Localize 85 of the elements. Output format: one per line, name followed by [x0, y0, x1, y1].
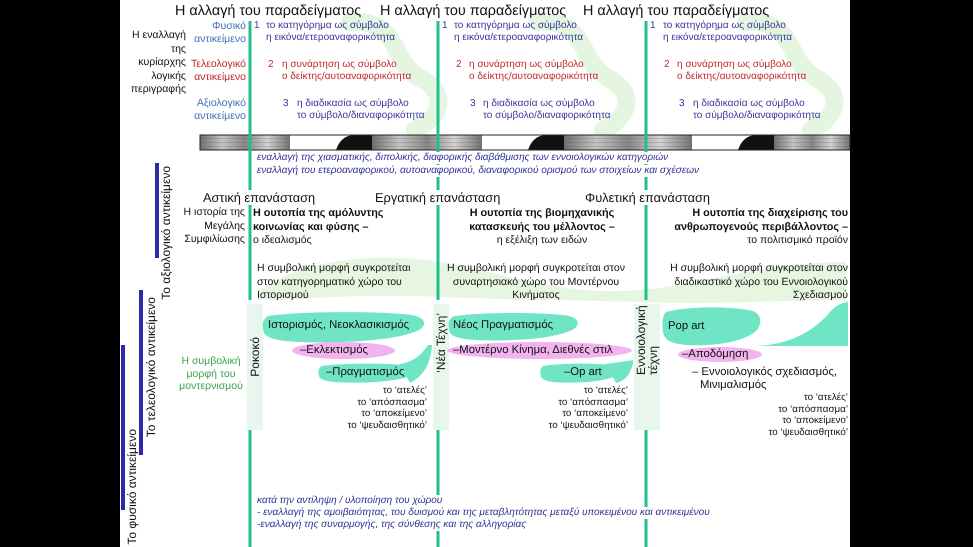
section-heading: Η αλλαγή του παραδείγματος: [583, 3, 770, 20]
note-text: εναλλαγή του ετεροαναφορικού, αυτοαναφορικού, διαναφορικού ορισμού των στοιχείων και σχέσεων: [257, 165, 700, 177]
item-text: ο δείκτης/αυτοαναφορικότητα: [469, 71, 598, 83]
description-text: Η συμβολική μορφή συγκροτείται στον κατηγορηματικό χώρο του Ιστορισμού: [257, 262, 412, 302]
item-number: 3: [679, 98, 685, 110]
movement-text: – Εννοιολογικός σχεδιασμός, Μινιμαλισμός: [692, 366, 838, 391]
object-label: Τελεολογικό αντικείμενο: [190, 58, 246, 84]
period-label: ‘Νέα Τέχνη’: [435, 313, 447, 373]
item-text: η διαδικασία ως σύμβολο: [693, 98, 805, 110]
section-heading: Η αλλαγή του παραδείγματος: [380, 3, 566, 20]
item-text: η συνάρτηση ως σύμβολο: [469, 59, 584, 71]
movement-name: Νέος Πραγματισμός: [453, 319, 554, 332]
item-number: 2: [456, 59, 462, 71]
side-label: Η συμβολική μορφή του μοντερνισμού: [178, 355, 244, 392]
quality-term: το ‘ατελές’: [584, 385, 628, 396]
movement-name: –Op art: [564, 366, 602, 379]
description-text: Η συμβολική μορφή συγκροτείται στον συναρτησιακό χώρο του Μοντέρνου Κινήματος: [446, 262, 626, 302]
swoosh-shape: [262, 311, 427, 343]
quality-term: το ‘ατελές’: [382, 385, 427, 396]
description-text: το πολιτισμικό προϊόν: [747, 234, 848, 248]
quality-term: το ‘απόσπασμα’: [357, 396, 427, 408]
movement-name: –Εκλεκτισμός: [300, 344, 368, 356]
note-text: εναλλαγή της χιασματικής, διπολικής, διαφορικής διαβάθμισης των εννοιολογικών κατηγοριών: [257, 152, 668, 164]
period-label: Εννοιολογική τέχνη: [635, 304, 659, 375]
item-text: ο δείκτης/αυτοαναφορικότητα: [677, 71, 806, 83]
quality-term: το ‘αποκείμενο’: [361, 408, 427, 420]
revolution-heading: Φυλετική επανάσταση: [585, 190, 710, 205]
vertical-band: [247, 304, 263, 430]
movement-name: –Αποδόμηση: [682, 348, 748, 360]
quality-term: το ‘ατελές’: [804, 392, 848, 404]
revolution-heading: Αστική επανάσταση: [203, 190, 316, 205]
swoosh-shape: [448, 312, 580, 341]
item-text: ο δείκτης/αυτοαναφορικότητα: [282, 71, 412, 83]
swoosh-shape: [540, 360, 633, 383]
item-text: η διαδικασία ως σύμβολο: [297, 98, 409, 110]
description-text: η εξέλιξη των ειδών: [496, 234, 588, 248]
item-text: το σύμβολο/διαναφορικότητα: [297, 110, 425, 122]
item-text: το κατηγόρημα ως σύμβολο: [454, 20, 577, 32]
axis-label: Το αξιολογικό αντικείμενο: [160, 166, 172, 300]
item-text: το κατηγόρημα ως σύμβολο: [266, 20, 389, 32]
item-text: το σύμβολο/διαναφορικότητα: [483, 110, 611, 122]
movement-name: –Πραγματισμός: [326, 366, 404, 379]
item-number: 3: [470, 98, 476, 110]
row-heading: Η ιστορία της Μεγάλης Συμφιλίωσης: [182, 206, 245, 246]
item-text: η εικόνα/ετεροαναφορικότητα: [663, 32, 792, 44]
item-text: η συνάρτηση ως σύμβολο: [677, 59, 792, 71]
item-number: 2: [664, 59, 670, 71]
movement-name: Ιστορισμός, Νεοκλασικισμός: [268, 319, 410, 332]
item-text: το σύμβολο/διαναφορικότητα: [693, 110, 821, 122]
item-number: 1: [254, 20, 260, 32]
note-text: - εναλλαγή της αμοιβαιότητας, του δυισμού και της μεταβλητότητας μεταξύ υποκειμένου και αντικειμένου: [257, 507, 710, 519]
item-text: η εικόνα/ετεροαναφορικότητα: [266, 32, 396, 44]
item-number: 1: [442, 20, 448, 32]
revolution-heading: Εργατική επανάσταση: [375, 190, 500, 205]
object-label: Αξιολογικό αντικείμενο: [193, 97, 246, 123]
item-number: 3: [283, 98, 289, 110]
item-text: το κατηγόρημα ως σύμβολο: [663, 20, 786, 32]
axis-label: Το φυσικό αντικείμενο: [126, 429, 138, 545]
note-text: κατά την αντίληψη / υλοποίηση του χώρου: [257, 495, 442, 507]
vertical-band: [433, 304, 449, 430]
oval-highlight: [292, 342, 395, 359]
quality-term: το ‘απόσπασμα’: [778, 404, 848, 415]
quality-term: το ‘αποκείμενο’: [562, 408, 628, 420]
item-number: 1: [650, 20, 656, 32]
quality-term: το ‘απόσπασμα’: [558, 396, 628, 408]
oval-highlight: [447, 342, 632, 359]
oval-highlight: [678, 347, 762, 362]
swoosh-shape: [662, 302, 848, 348]
quality-term: το ‘αποκείμενο’: [782, 415, 848, 426]
movement-name: Pop art: [668, 320, 704, 333]
item-number: 2: [268, 59, 274, 71]
axis-label: Το τελεολογικό αντικείμενο: [145, 296, 157, 437]
item-text: η διαδικασία ως σύμβολο: [483, 98, 595, 110]
object-label: Φυσικό αντικείμενο: [193, 20, 246, 46]
item-text: η εικόνα/ετεροαναφορικότητα: [454, 32, 584, 44]
row-heading: Η εναλλαγή της κυρίαρχης λογικής περιγραφής: [130, 29, 186, 96]
vertical-band: [634, 304, 660, 430]
item-text: η συνάρτηση ως σύμβολο: [282, 59, 397, 71]
movement-name: –Μοντέρνο Κίνημα, Διεθνές στιλ: [453, 344, 613, 356]
description-text: ο ιδεαλισμός: [253, 234, 312, 248]
description-text: Η συμβολική μορφή συγκροτείται στον διαδικαστικό χώρο του Εννοιολογικού Σχεδιασμού: [669, 262, 848, 302]
note-text: -εναλλαγή της συναρμογής, της σύνθεσης και της αλληγορίας: [257, 519, 526, 531]
section-heading: Η αλλαγή του παραδείγματος: [175, 3, 362, 20]
period-label: Ροκοκό: [249, 337, 261, 377]
quality-term: το ‘ψευδαισθητικό’: [768, 426, 848, 438]
